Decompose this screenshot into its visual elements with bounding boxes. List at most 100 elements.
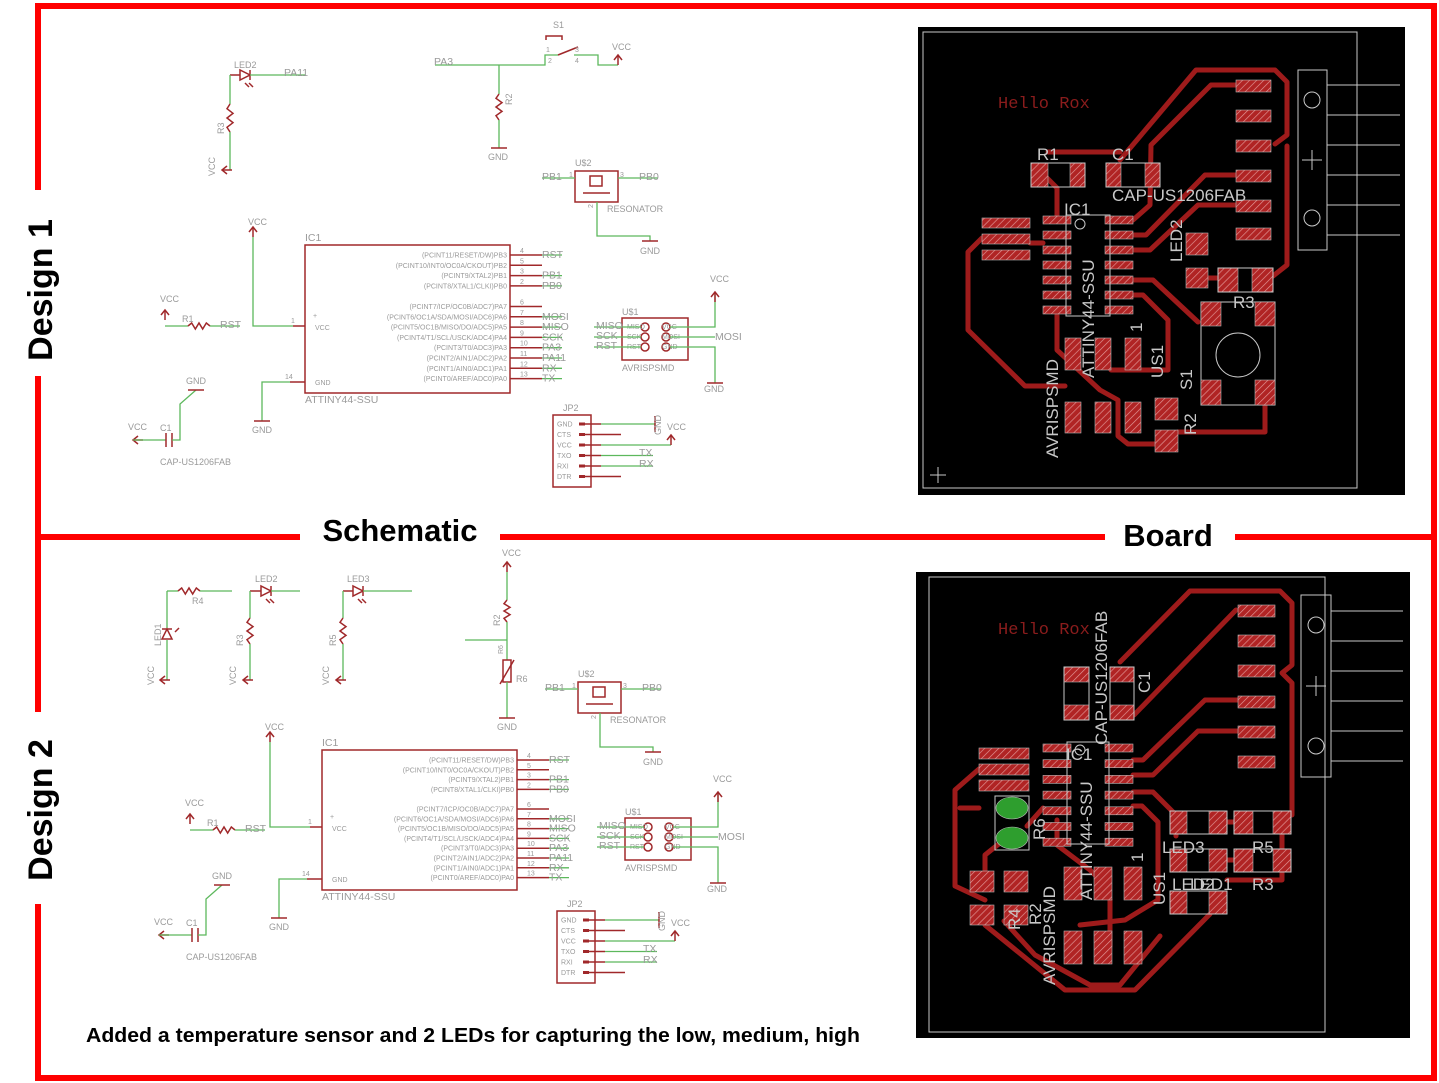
r2-ref: R2 — [504, 93, 514, 105]
ic1-pin-name: (PCINT6/OC1A/SDA/MOSI/ADC6)PA6 — [387, 314, 507, 321]
schematic-label: Schematic — [322, 513, 477, 548]
jp2-pin-icon — [583, 950, 589, 953]
board-r5-label: R5 — [1252, 838, 1274, 857]
board-c1-label: C1 — [1135, 671, 1154, 693]
led2-pad — [1185, 232, 1209, 256]
miso-label: MISO — [599, 820, 626, 832]
header-pad — [1235, 139, 1272, 153]
ic1-pin-name: (PCINT7/ICP/OC0B/ADC7)PA7 — [416, 807, 514, 814]
ic1-pin-number: 9 — [520, 330, 524, 337]
board-outline — [928, 576, 1326, 1033]
net-label-7: SCK — [549, 832, 571, 844]
r2-pad — [1154, 397, 1179, 421]
c1-gnd-wire — [172, 389, 197, 441]
net-label-8: PA3 — [549, 842, 568, 854]
ic1-pin-name: (PCINT0/AREF/ADC0)PA0 — [424, 376, 508, 383]
led-ray — [357, 598, 363, 604]
mosi-label: MOSI — [715, 331, 742, 343]
gnd-label: GND — [707, 884, 728, 894]
ic1-vcc-pin-label: VCC — [332, 826, 347, 833]
ic1-pin-name: (PCINT0/AREF/ADC0)PA0 — [431, 875, 515, 882]
r6-ref: R6 — [516, 674, 528, 684]
vcc-wire — [252, 237, 293, 327]
r4-r2-pad — [969, 870, 995, 893]
ic1-pin-number: 11 — [520, 351, 527, 358]
jp2-pin-label: TXO — [557, 453, 572, 460]
avrisp-pad — [981, 249, 1031, 261]
ic1-pin-number: 6 — [520, 300, 524, 307]
u1-ref: U$1 — [625, 807, 642, 817]
s1-pad — [1200, 379, 1222, 406]
led2-ref: LED2 — [255, 574, 278, 584]
outer-border — [35, 3, 1437, 1081]
board-pin1-label: 1 — [1127, 323, 1146, 332]
trace — [1131, 607, 1239, 718]
led-icon — [160, 627, 174, 640]
ic1-vcc-pin-label: VCC — [315, 325, 330, 332]
led2-ref: LED2 — [234, 60, 257, 70]
trace — [1130, 82, 1239, 223]
ic-pad — [1042, 245, 1072, 255]
tx-label: TX — [639, 447, 652, 459]
vcc-label: VCC — [502, 548, 522, 558]
ic1-pin-name: (PCINT11/RESET/DW)PB3 — [422, 253, 507, 260]
pb1-label: PB1 — [545, 682, 565, 694]
ic-pad — [1104, 245, 1134, 255]
trace — [1175, 402, 1268, 435]
led-ray — [174, 627, 180, 633]
isp-pin-icon — [643, 832, 653, 842]
led-pad — [1208, 848, 1228, 873]
ic1-pin-name: (PCINT2/AIN1/ADC2)PA2 — [434, 856, 514, 863]
avrisp-pad — [978, 747, 1030, 760]
resistor-icon — [187, 321, 211, 331]
jp2-pin-label: VCC — [561, 939, 576, 946]
us1-pad — [1063, 866, 1083, 901]
ic1-ref: IC1 — [322, 737, 339, 749]
ic1-body — [304, 244, 511, 394]
vcc-label: VCC — [146, 665, 156, 685]
design2-schematic: R4LED1VCCLED2R3VCCLED3R5VCCVCCR2R6R6GNDU… — [146, 548, 745, 984]
header-pad — [1237, 604, 1276, 618]
ic1-value: ATTINY44-SSU — [305, 394, 378, 406]
led-ray — [269, 598, 275, 604]
resonator-pin-1: 1 — [569, 172, 573, 179]
ic-pad — [1042, 275, 1072, 285]
led-outline — [1169, 848, 1228, 873]
vcc-wire — [269, 742, 310, 828]
jp2-pin-label: TXO — [561, 949, 576, 956]
ic1-pin-number: 13 — [527, 871, 535, 878]
jp2-ref: JP2 — [563, 403, 579, 413]
ic1-pin-name: (PCINT7/ICP/OC0B/ADC7)PA7 — [409, 304, 507, 311]
gnd-label: GND — [252, 425, 273, 435]
jp2-pin-label: RXI — [561, 960, 573, 967]
pb1-label: PB1 — [542, 171, 562, 183]
pa3-label: PA3 — [434, 56, 453, 68]
r5-ref: R5 — [328, 634, 338, 646]
ic1-pin-name: (PCINT5/OC1B/MISO/DO/ADC5)PA5 — [391, 325, 507, 332]
gnd-wire — [599, 713, 654, 752]
board-led3-label: LED3 — [1162, 838, 1205, 857]
board-r1-label: R1 — [1037, 145, 1059, 164]
ic1-vcc-pin-number: 1 — [308, 819, 312, 826]
jp2-pin-icon — [583, 971, 589, 974]
ic1-pin-number: 7 — [520, 310, 524, 317]
tx-label: TX — [643, 943, 656, 955]
avrisp-pin-label: VCC — [662, 324, 677, 331]
board-r2-label: R2 — [1181, 413, 1200, 435]
gnd-wire — [670, 346, 716, 383]
vcc-wire — [673, 794, 719, 828]
trace — [1130, 728, 1241, 778]
us1-pad — [1064, 401, 1082, 434]
c1-pad — [1144, 162, 1161, 188]
c1-value: CAP-US1206FAB — [160, 457, 231, 467]
board-cap-label: CAP-US1206FAB — [1092, 611, 1111, 745]
resonator-pin-2: 2 — [591, 715, 598, 719]
us1-pad — [1064, 337, 1082, 371]
s1-pad — [1254, 379, 1276, 406]
r1-outline — [1063, 666, 1090, 721]
crystal-icon — [592, 686, 606, 698]
ic-pad — [1104, 290, 1134, 300]
net-label-6: MISO — [542, 321, 569, 333]
design2-board: Hello RoxC1CAP-US1206FABIC1ATTINY44-SSUR… — [916, 572, 1410, 1038]
net-label-8: PA3 — [542, 342, 561, 354]
